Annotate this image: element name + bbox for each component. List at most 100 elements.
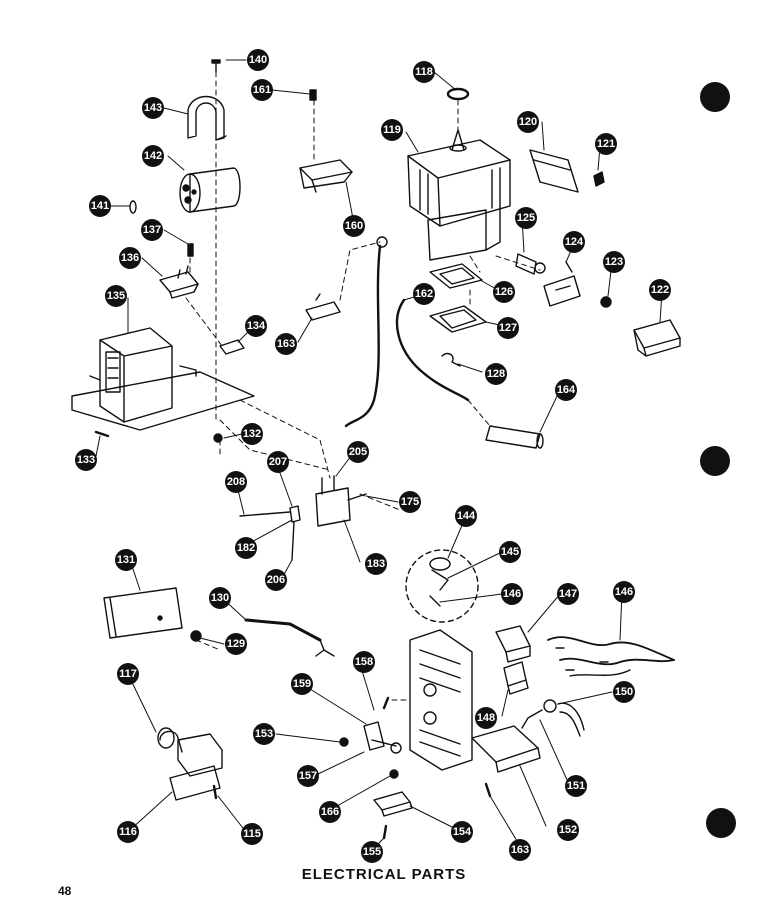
svg-text:121: 121 bbox=[597, 138, 615, 150]
wire-harness-146 bbox=[547, 636, 675, 677]
lamp-assembly bbox=[521, 699, 585, 737]
svg-text:130: 130 bbox=[211, 592, 229, 604]
punch-hole-bottom bbox=[706, 808, 736, 838]
callout-118-top: 118 bbox=[413, 61, 435, 83]
insulator-141 bbox=[129, 200, 137, 214]
callout-157: 157 bbox=[297, 765, 319, 787]
callout-158: 158 bbox=[353, 651, 375, 673]
svg-text:129: 129 bbox=[227, 638, 245, 650]
callout-131: 131 bbox=[115, 549, 137, 571]
svg-text:144: 144 bbox=[457, 510, 476, 522]
svg-text:118: 118 bbox=[415, 66, 433, 78]
svg-text:122: 122 bbox=[651, 284, 669, 296]
callout-162: 162 bbox=[413, 283, 435, 305]
callout-119: 119 bbox=[381, 119, 403, 141]
callout-141: 141 bbox=[89, 195, 111, 217]
callout-122: 122 bbox=[649, 279, 671, 301]
screw-137 bbox=[187, 243, 194, 257]
svg-text:147: 147 bbox=[559, 588, 577, 600]
callout-154: 154 bbox=[451, 821, 473, 843]
gasket-126 bbox=[429, 263, 483, 289]
svg-text:148: 148 bbox=[477, 712, 495, 724]
svg-text:120: 120 bbox=[519, 116, 537, 128]
callout-163-upper: 163 bbox=[275, 333, 297, 355]
svg-text:153: 153 bbox=[255, 728, 273, 740]
callout-135: 135 bbox=[105, 285, 127, 307]
nut-123 bbox=[600, 296, 612, 308]
svg-text:163: 163 bbox=[511, 844, 529, 856]
svg-text:208: 208 bbox=[227, 476, 245, 488]
callout-136: 136 bbox=[119, 247, 141, 269]
svg-text:134: 134 bbox=[247, 320, 266, 332]
gasket-127 bbox=[429, 305, 487, 333]
wire-harness-130 bbox=[244, 618, 335, 657]
callout-208: 208 bbox=[225, 471, 247, 493]
screw-153 bbox=[339, 737, 349, 747]
svg-text:155: 155 bbox=[363, 846, 381, 858]
svg-text:150: 150 bbox=[615, 686, 633, 698]
switch-group bbox=[405, 549, 479, 623]
svg-text:142: 142 bbox=[144, 150, 162, 162]
fuse-holder bbox=[363, 696, 402, 754]
switch-129 bbox=[190, 630, 202, 642]
nut-132 bbox=[213, 433, 223, 443]
svg-text:133: 133 bbox=[77, 454, 95, 466]
svg-text:125: 125 bbox=[517, 212, 535, 224]
callout-143: 143 bbox=[142, 97, 164, 119]
callout-160: 160 bbox=[343, 215, 365, 237]
bracket-120 bbox=[529, 149, 579, 193]
callout-152: 152 bbox=[557, 819, 579, 841]
callout-117: 117 bbox=[117, 663, 139, 685]
callout-164: 164 bbox=[555, 379, 577, 401]
svg-text:207: 207 bbox=[269, 456, 287, 468]
svg-text:160: 160 bbox=[345, 220, 363, 232]
bracket-124 bbox=[543, 261, 581, 307]
svg-text:141: 141 bbox=[91, 200, 109, 212]
callout-146-harness: 146 bbox=[613, 581, 635, 603]
svg-text:154: 154 bbox=[453, 826, 472, 838]
callout-151: 151 bbox=[565, 775, 587, 797]
svg-text:132: 132 bbox=[243, 428, 261, 440]
callout-155: 155 bbox=[361, 841, 383, 863]
bracket-160 bbox=[299, 159, 353, 193]
leader-lines bbox=[95, 59, 663, 851]
switch-147 bbox=[495, 625, 531, 663]
terminal-136 bbox=[159, 265, 199, 299]
svg-text:126: 126 bbox=[495, 286, 513, 298]
svg-text:205: 205 bbox=[349, 446, 367, 458]
svg-text:119: 119 bbox=[383, 124, 401, 136]
svg-text:124: 124 bbox=[565, 236, 584, 248]
callout-145: 145 bbox=[499, 541, 521, 563]
svg-text:152: 152 bbox=[559, 824, 577, 836]
block-122 bbox=[633, 319, 681, 357]
punch-hole-top bbox=[700, 82, 730, 112]
callout-161: 161 bbox=[251, 79, 273, 101]
callout-126: 126 bbox=[493, 281, 515, 303]
svg-text:140: 140 bbox=[249, 54, 267, 66]
callout-166: 166 bbox=[319, 801, 341, 823]
svg-text:175: 175 bbox=[401, 496, 419, 508]
svg-text:146: 146 bbox=[615, 586, 633, 598]
control-panel-frame bbox=[409, 629, 473, 771]
callout-159: 159 bbox=[291, 673, 313, 695]
callout-116: 116 bbox=[117, 821, 139, 843]
svg-text:137: 137 bbox=[143, 224, 161, 236]
screw-155 bbox=[382, 824, 388, 840]
svg-text:145: 145 bbox=[501, 546, 519, 558]
svg-text:128: 128 bbox=[487, 368, 505, 380]
clip-128 bbox=[441, 352, 461, 367]
callout-134: 134 bbox=[245, 315, 267, 337]
callout-128: 128 bbox=[485, 363, 507, 385]
svg-text:151: 151 bbox=[567, 780, 585, 792]
svg-text:162: 162 bbox=[415, 288, 433, 300]
callouts: 140 143 142 141 161 160 137 136 135 134 … bbox=[75, 49, 671, 863]
svg-text:135: 135 bbox=[107, 290, 125, 302]
svg-text:117: 117 bbox=[119, 668, 137, 680]
callout-153: 153 bbox=[253, 723, 275, 745]
gasket-118 bbox=[446, 87, 470, 101]
svg-text:206: 206 bbox=[267, 574, 285, 586]
callout-137: 137 bbox=[141, 219, 163, 241]
thermal-cutout bbox=[515, 253, 546, 275]
callout-144: 144 bbox=[455, 505, 477, 527]
callout-150: 150 bbox=[613, 681, 635, 703]
